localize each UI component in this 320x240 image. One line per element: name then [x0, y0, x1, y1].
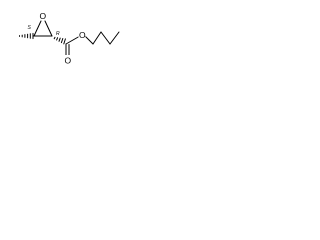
- epoxide-ring-c2-o-bond: [44, 20, 53, 37]
- butyl-c3-c4-bond: [109, 31, 120, 45]
- ester-oxygen-label: O: [79, 30, 86, 40]
- molecule-structure: O O O S R: [19, 11, 120, 66]
- butyl-c2-c3-bond: [100, 31, 111, 45]
- butyl-c1-c2-bond: [92, 31, 102, 45]
- carbonyl-oxygen-label: O: [65, 56, 72, 66]
- epoxide-ring-c3-o-bond: [33, 20, 42, 37]
- ester-hashed-wedge-bond: [53, 36, 66, 45]
- ester-c-o-bond: [65, 35, 81, 45]
- stereo-descriptor-c3: S: [28, 25, 32, 31]
- methyl-hashed-wedge-bond: [19, 32, 34, 40]
- epoxide-oxygen-label: O: [40, 11, 47, 21]
- stereo-descriptor-c2: R: [56, 31, 60, 37]
